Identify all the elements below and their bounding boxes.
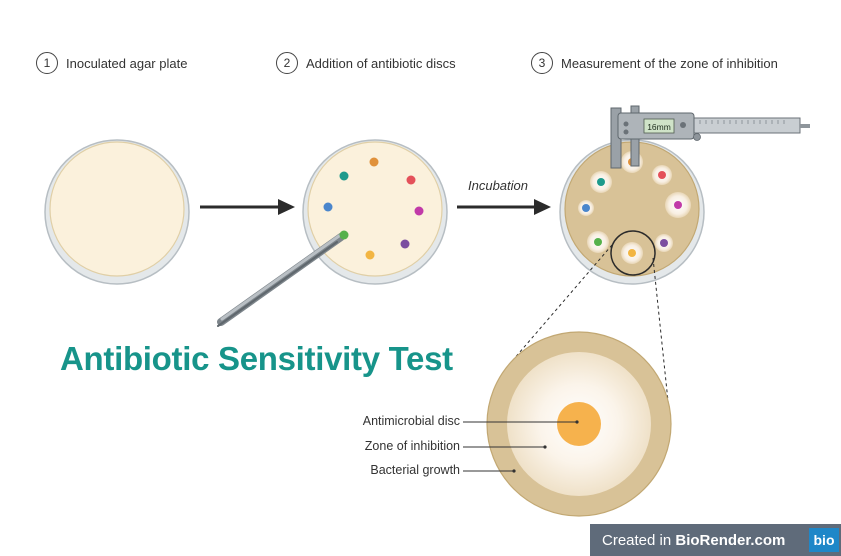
disc-purple <box>400 239 410 249</box>
watermark-text: Created in BioRender.com <box>590 532 809 549</box>
disc-green <box>339 230 349 240</box>
zoom-connectors <box>512 244 671 421</box>
step-3-label: Measurement of the zone of inhibition <box>561 55 778 71</box>
step-3: 3 Measurement of the zone of inhibition <box>531 52 778 74</box>
biorender-watermark[interactable]: Created in BioRender.com bio <box>590 524 841 556</box>
step-1-label: Inoculated agar plate <box>66 55 188 71</box>
incubated-plate <box>559 139 705 285</box>
incubation-label: Incubation <box>468 178 528 193</box>
disc-teal <box>339 171 349 181</box>
disc-magenta <box>414 206 424 216</box>
watermark-brand: BioRender.com <box>675 531 786 549</box>
disc-gold <box>365 250 375 260</box>
disc-blue <box>323 202 333 212</box>
biorender-logo-icon: bio <box>809 528 839 552</box>
step-2-label: Addition of antibiotic discs <box>306 55 456 71</box>
callout-bacterial-growth: Bacterial growth <box>370 463 460 477</box>
step-2: 2 Addition of antibiotic discs <box>276 52 456 74</box>
plate-with-discs <box>302 139 448 285</box>
callout-antimicrobial-disc: Antimicrobial disc <box>362 414 460 428</box>
arrow-1 <box>200 199 295 215</box>
callout-lines <box>463 421 577 472</box>
arrow-2 <box>457 199 551 215</box>
inoculated-agar-plate <box>44 139 190 285</box>
step-1-number: 1 <box>36 52 58 74</box>
caliper: 16mm <box>610 105 810 169</box>
disc-orange <box>369 157 379 167</box>
caliper-reading: 16mm <box>647 122 671 132</box>
forceps <box>217 230 349 327</box>
magnifier-ring <box>610 230 656 276</box>
callout-zone-of-inhibition: Zone of inhibition <box>364 439 460 453</box>
step-3-number: 3 <box>531 52 553 74</box>
step-2-number: 2 <box>276 52 298 74</box>
antimicrobial-disc <box>557 402 601 446</box>
disc-red <box>406 175 416 185</box>
watermark-prefix: Created in <box>602 531 676 549</box>
step-1: 1 Inoculated agar plate <box>36 52 187 74</box>
magnified-zone <box>486 331 672 517</box>
page-title: Antibiotic Sensitivity Test <box>60 340 453 377</box>
